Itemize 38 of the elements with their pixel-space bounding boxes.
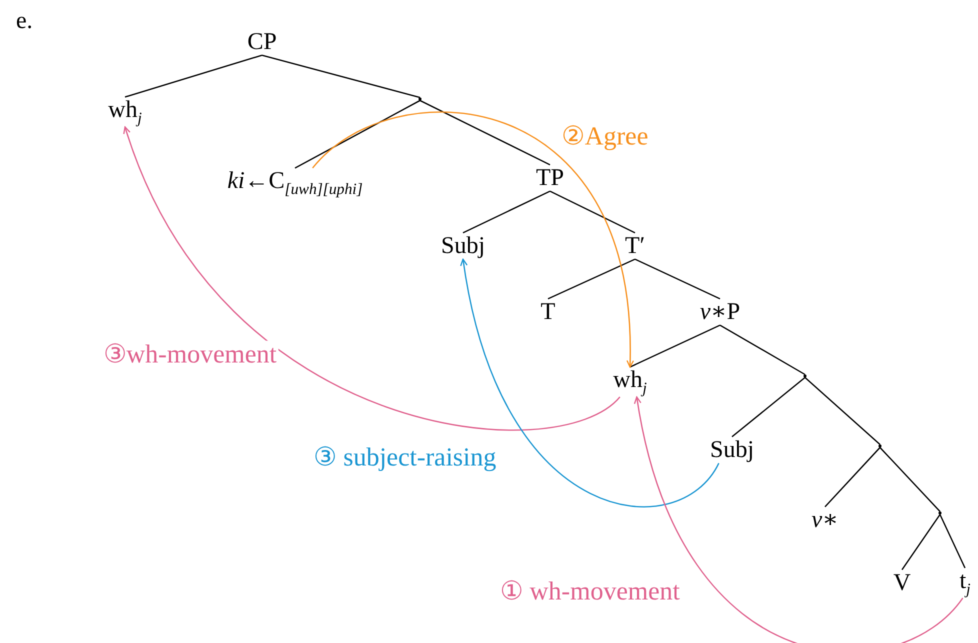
tree-label: wh$_{j}$ (613, 367, 647, 397)
tree-label: CP (247, 28, 277, 56)
example-letter: e. (16, 8, 33, 34)
tree-label: v∗P (700, 298, 740, 326)
tree-branch (732, 377, 806, 438)
tree-branch (939, 514, 966, 568)
branch-point (878, 444, 882, 448)
tree-branch (420, 100, 550, 166)
tree-label: V (893, 570, 911, 596)
tree-branch (634, 258, 720, 300)
branch-point (938, 512, 942, 514)
movement-arrow (460, 258, 720, 508)
tree-branch (548, 258, 636, 300)
tree-label: TP (536, 164, 564, 192)
movement-arrow (634, 396, 964, 643)
tree-branch (462, 190, 550, 234)
tree-branch (294, 100, 420, 169)
tree-label: T′ (625, 232, 645, 260)
tree-label: T (540, 298, 556, 326)
tree-label: wh$_{j}$ (108, 97, 142, 127)
tree-branch (124, 54, 262, 98)
tree-branch (901, 514, 941, 570)
tree-label: t$_{j}$ (960, 568, 970, 598)
tree-branch (720, 324, 806, 376)
tree-branch (550, 190, 636, 234)
movement-arrow (312, 112, 634, 368)
tree-label: Subj (710, 436, 754, 464)
tree-branch (824, 447, 880, 508)
tree-label: v∗ (812, 506, 838, 534)
tree-branch (880, 447, 940, 512)
tree-label: Subj (441, 232, 485, 260)
branch-point (418, 98, 422, 100)
tree-branch (804, 377, 880, 445)
branch-point (804, 374, 806, 378)
tree-label: ki←C$_{[uwh][uphi]}$ (227, 168, 363, 198)
movement-arrow (124, 126, 620, 430)
tree-branch (630, 324, 720, 368)
tree-branch (262, 54, 420, 98)
